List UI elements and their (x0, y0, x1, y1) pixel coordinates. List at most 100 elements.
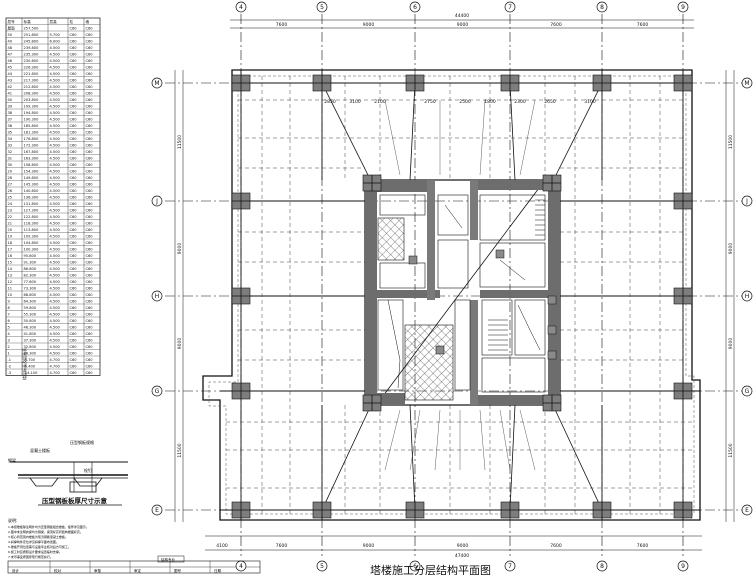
table-header-cell: 墙 (86, 19, 90, 24)
table-cell: 239.800 (24, 46, 40, 50)
table-cell: 23 (8, 208, 13, 212)
note-6: 6.施工时应按照设计要求设置临时支撑。 (8, 549, 62, 554)
note-2: 2.图中未注明的梁均为钢梁，梁顶标高同结构楼面标高。 (8, 529, 83, 534)
dimension-lines (174, 19, 735, 551)
table-cell: C60 (70, 104, 78, 108)
table-cell: C60 (86, 267, 94, 271)
grid-left-label: E (155, 507, 159, 514)
table-cell: C60 (86, 345, 94, 349)
table-cell: 226.300 (24, 65, 40, 69)
table-cell: C60 (70, 299, 78, 303)
grid-right-bubble (741, 290, 753, 302)
note-5: 5.楼板开洞位置需与设备专业核对后方可施工。 (8, 544, 71, 549)
table-cell: -3 (8, 371, 12, 375)
dim-right: 11500 (728, 135, 734, 149)
table-cell: 245.800 (24, 39, 40, 43)
table-cell: 4.500 (50, 312, 61, 316)
table-cell: C60 (86, 85, 94, 89)
table-cell: C60 (70, 319, 78, 323)
table-cell: C60 (70, 117, 78, 121)
table-cell: 100.300 (24, 247, 40, 251)
table-cell: 73.300 (24, 286, 37, 290)
table-cell: C60 (70, 286, 78, 290)
notes: 说明: 1.本层楼板除注明外均为压型钢板组合楼板，板厚详见图示。 2.图中未注明… (8, 517, 89, 559)
dim-bottom: 9000 (363, 543, 375, 549)
table-cell: 4.500 (50, 78, 61, 82)
table-cell: 45 (8, 65, 13, 69)
table-cell: 4.500 (50, 280, 61, 284)
table-cell: C60 (70, 208, 78, 212)
section-label-3: 钢梁 (8, 457, 16, 463)
notes-heading: 说明: (8, 517, 17, 523)
table-cell: 19 (8, 234, 13, 238)
core (364, 179, 561, 406)
table-cell: 38 (8, 111, 13, 115)
table-cell: C60 (86, 46, 94, 50)
table-cell: 1 (8, 351, 10, 355)
section-label-1: 压型钢板规格 (70, 439, 94, 445)
title-block-cell-1: 设计 (12, 568, 19, 573)
table-cell: C60 (86, 215, 94, 219)
grid-top-bubble (316, 1, 328, 13)
table-cell: 257.500 (24, 26, 40, 30)
table-cell: C60 (86, 293, 94, 297)
table-cell: 113.800 (24, 228, 40, 232)
table-cell: 49 (8, 39, 13, 43)
table-cell: C60 (70, 371, 78, 375)
table-cell: C60 (86, 195, 94, 199)
grid-top-label: 5 (320, 4, 324, 11)
table-cell: 41.800 (24, 332, 37, 336)
table-cell: C60 (70, 332, 78, 336)
table-cell: 32 (8, 150, 13, 154)
grid-left-bubble (151, 77, 163, 89)
table-cell: 9 (8, 299, 11, 303)
core-column (547, 325, 557, 335)
table-cell: C60 (70, 247, 78, 251)
grid-left-label: J (155, 198, 158, 205)
table-cell: 4.500 (50, 351, 61, 355)
table-cell: -1 (8, 358, 12, 362)
table-cell: C60 (70, 182, 78, 186)
table-cell: 235.300 (24, 52, 40, 56)
table-cell: 4.500 (50, 228, 61, 232)
table-cell: 136.300 (24, 195, 40, 199)
core-column (435, 345, 445, 355)
table-cell: C60 (70, 169, 78, 173)
table-cell: 4.500 (50, 130, 61, 134)
table-cell: C60 (86, 319, 94, 323)
table-cell: 4.500 (50, 72, 61, 76)
table-cell: 17 (8, 247, 13, 251)
table-cell: 4.700 (50, 358, 61, 362)
table-cell: C60 (70, 65, 78, 69)
table-cell: C60 (70, 52, 78, 56)
table-cell: C60 (70, 358, 78, 362)
table-cell: C60 (86, 117, 94, 121)
table-cell: C60 (70, 280, 78, 284)
table-cell: 149.800 (24, 176, 40, 180)
grid-right-bubble (741, 77, 753, 89)
grid-top-bubble (235, 1, 247, 13)
grid-top-bubble (677, 1, 689, 13)
table-cell: 37.300 (24, 338, 37, 342)
table-cell: 4.500 (50, 202, 61, 206)
table-cell: 131.800 (24, 202, 40, 206)
table-cell: C60 (70, 273, 78, 277)
table-cell: 86.800 (24, 267, 37, 271)
table-cell: -9.400 (24, 364, 36, 368)
table-cell: 172.300 (24, 143, 40, 147)
table-cell: C60 (86, 59, 94, 63)
grid-left-bubble (151, 504, 163, 516)
table-cell: 199.300 (24, 104, 40, 108)
table-cell: C60 (70, 351, 78, 355)
table-cell: 59.800 (24, 306, 37, 310)
table-cell: 4.500 (50, 91, 61, 95)
table-header-cell: 层号 (8, 19, 16, 24)
table-cell: C60 (86, 338, 94, 342)
table-cell: 4.500 (50, 143, 61, 147)
table-cell: 47 (8, 52, 13, 56)
table-cell: 30 (8, 163, 13, 167)
